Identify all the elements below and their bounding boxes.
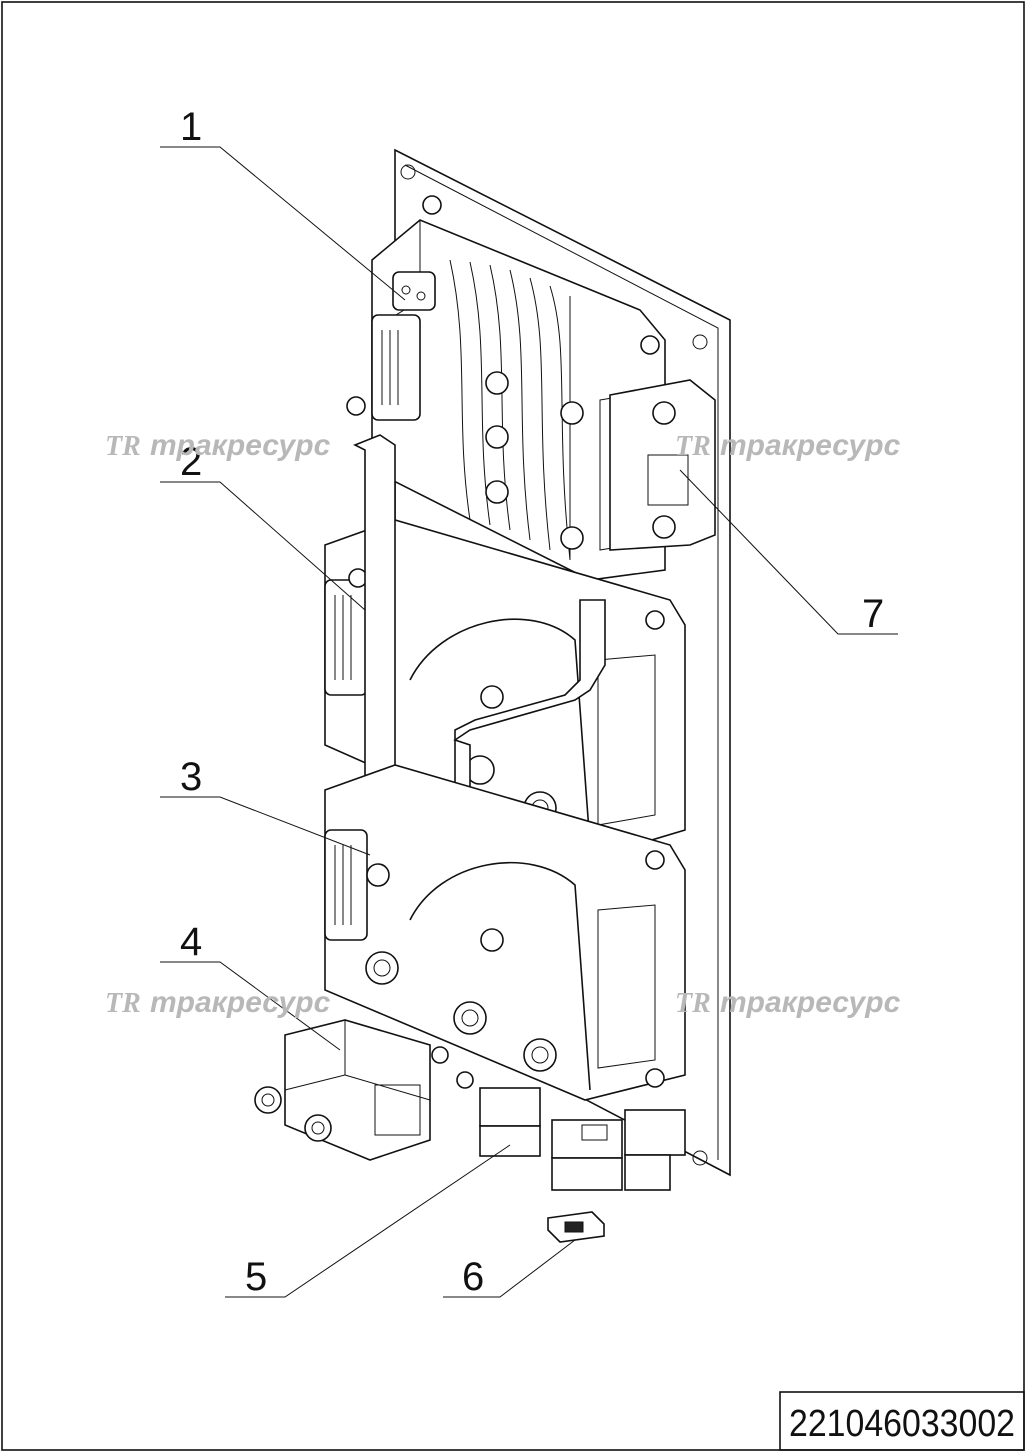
relay-blocks bbox=[479, 1087, 686, 1191]
watermark-logo: ТR bbox=[105, 988, 141, 1019]
callout-5: 5 bbox=[245, 1255, 267, 1299]
callouts: 1 2 3 4 5 6 7 bbox=[180, 105, 884, 1299]
callout-4: 4 bbox=[180, 920, 202, 964]
blade-fuse bbox=[547, 1211, 605, 1243]
watermark-text: трак­ресурс bbox=[720, 429, 901, 462]
callout-7: 7 bbox=[862, 592, 884, 636]
drawing-code-box: 221046033002 bbox=[779, 1391, 1025, 1451]
motor-controller-bottom bbox=[324, 764, 686, 1101]
drawing-code: 221046033002 bbox=[789, 1403, 1015, 1445]
contactor bbox=[254, 1019, 474, 1161]
watermarks: ТR трак­ресурс ТR трак­ресурс ТR трак­ре… bbox=[105, 429, 901, 1019]
watermark-logo: ТR bbox=[675, 431, 711, 462]
watermark-text: трак­ресурс bbox=[150, 429, 331, 462]
callout-2: 2 bbox=[180, 440, 202, 484]
watermark-logo: ТR bbox=[675, 988, 711, 1019]
leader-lines bbox=[160, 146, 898, 1298]
watermark-text: трак­ресурс bbox=[150, 986, 331, 1019]
callout-1: 1 bbox=[180, 105, 202, 149]
callout-3: 3 bbox=[180, 755, 202, 799]
watermark-logo: ТR bbox=[105, 431, 141, 462]
callout-6: 6 bbox=[462, 1255, 484, 1299]
watermark-text: трак­ресурс bbox=[720, 986, 901, 1019]
fuse-holder bbox=[609, 379, 716, 551]
